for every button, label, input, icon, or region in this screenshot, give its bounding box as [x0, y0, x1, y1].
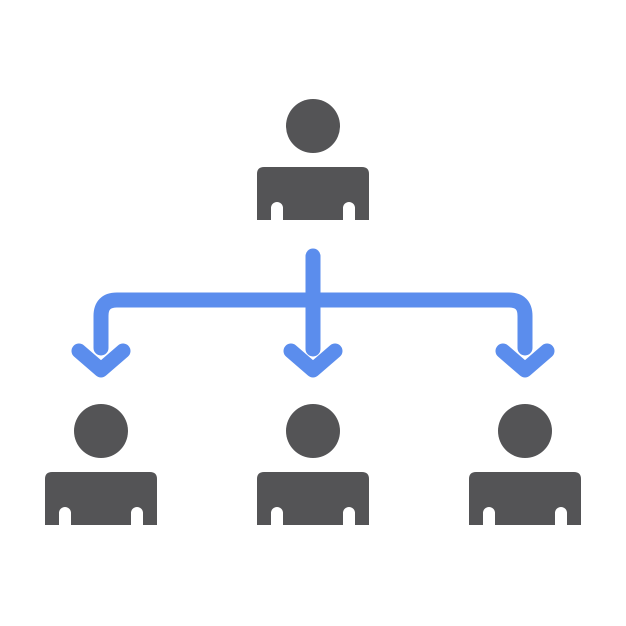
person-head: [498, 404, 552, 458]
bottom-left-person-icon: [45, 404, 157, 525]
person-body: [257, 167, 369, 220]
top-person-icon: [257, 99, 369, 220]
connector-arrows: [71, 248, 555, 378]
person-body: [469, 472, 581, 525]
arrowhead-center: [283, 343, 343, 378]
bottom-right-person-icon: [469, 404, 581, 525]
person-body: [45, 472, 157, 525]
person-head: [74, 404, 128, 458]
connector-crossbar: [93, 292, 533, 356]
arrowhead-left: [71, 343, 131, 378]
arrowhead-right: [495, 343, 555, 378]
bottom-center-person-icon: [257, 404, 369, 525]
person-head: [286, 404, 340, 458]
person-head: [286, 99, 340, 153]
person-body: [257, 472, 369, 525]
